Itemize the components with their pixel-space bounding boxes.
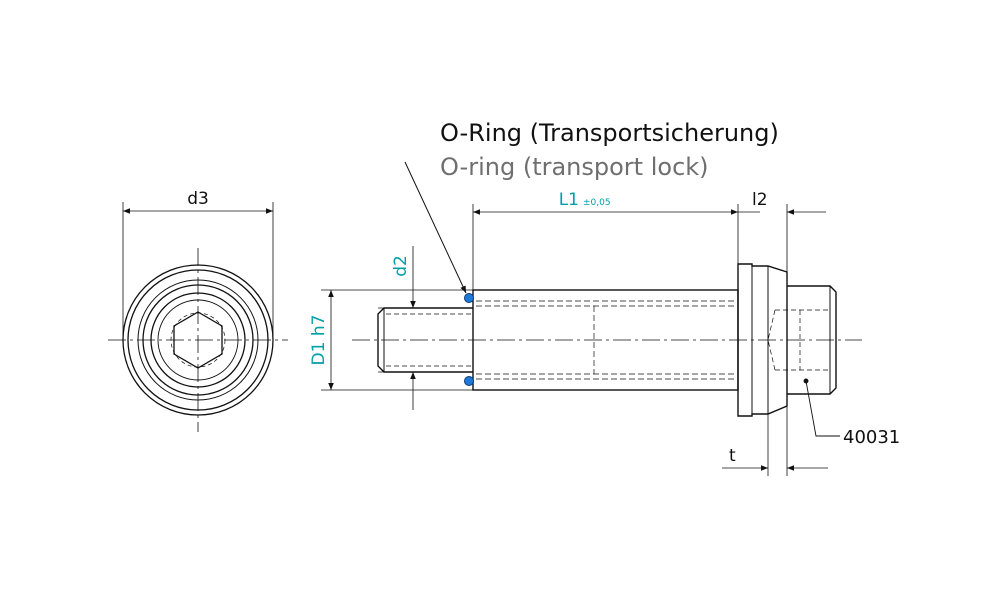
D1-label: D1 h7	[309, 315, 329, 366]
d2-label: d2	[391, 255, 411, 277]
L1-tolerance: ±0,05	[583, 198, 611, 208]
oring-leader	[404, 161, 467, 294]
socket-head	[787, 285, 837, 395]
oring-label-en: O-ring (transport lock)	[440, 153, 709, 181]
oring-label-de: O-Ring (Transportsicherung)	[440, 119, 779, 147]
l2-dimension	[738, 204, 826, 272]
L1-label: L1	[559, 190, 579, 210]
part-number: 40031	[843, 427, 900, 448]
L1-dimension	[472, 204, 739, 290]
t-label: t	[729, 446, 736, 466]
t-dimension	[722, 406, 828, 476]
hex-socket	[173, 311, 223, 369]
part-leader	[803, 378, 840, 437]
l2-label: l2	[752, 190, 768, 210]
oring-bottom	[464, 376, 474, 386]
d3-label: d3	[187, 189, 209, 209]
end-view	[108, 248, 288, 432]
oring-top	[464, 293, 474, 303]
side-view	[352, 263, 862, 417]
d2-D1-dimensions	[321, 246, 473, 410]
d3-dimension	[122, 202, 274, 340]
